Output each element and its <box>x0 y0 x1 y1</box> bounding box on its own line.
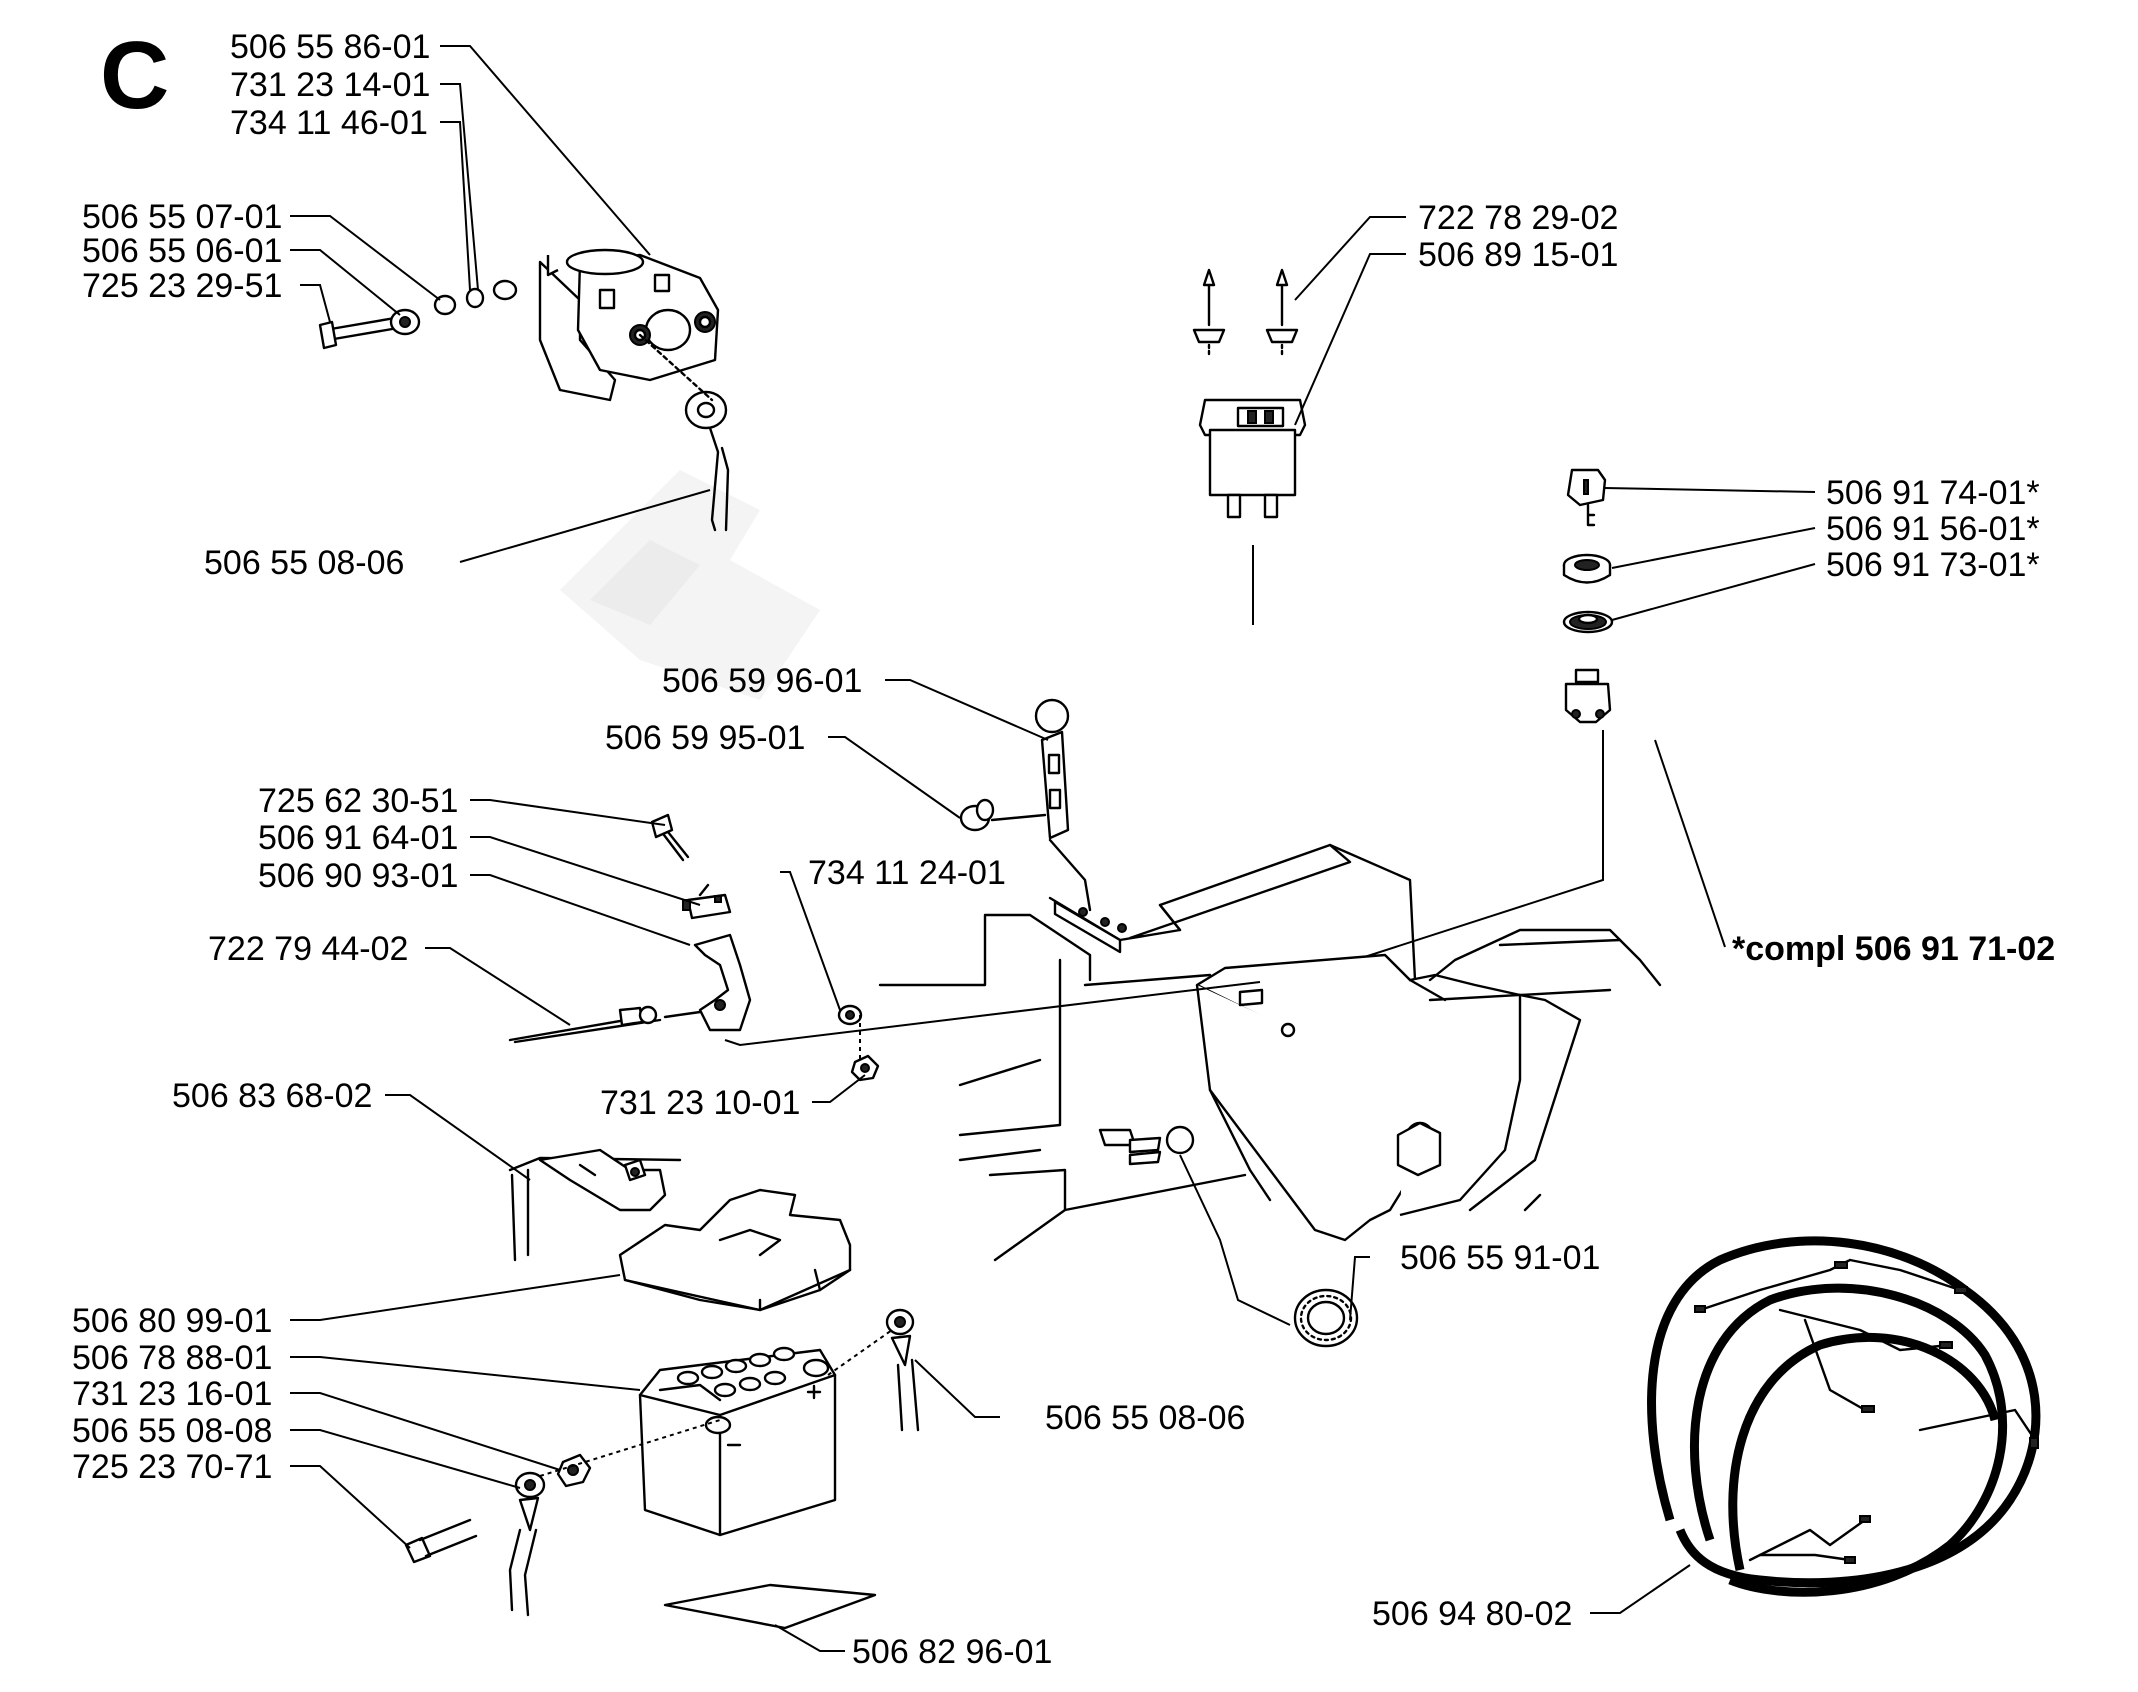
label-731-23-14-01: 731 23 14-01 <box>230 66 430 104</box>
label-725-23-70-71: 725 23 70-71 <box>72 1448 272 1486</box>
part-labels: 506 55 86-01 731 23 14-01 734 11 46-01 5… <box>72 28 2055 1671</box>
label-506-55-08-06-bottom: 506 55 08-06 <box>1045 1399 1245 1437</box>
leader-lines <box>290 45 1816 1652</box>
label-506-91-56-01: 506 91 56-01* <box>1826 510 2040 548</box>
label-506-83-68-02: 506 83 68-02 <box>172 1077 372 1115</box>
watermark <box>560 470 820 700</box>
label-506-55-06-01: 506 55 06-01 <box>82 232 282 270</box>
label-506-82-96-01: 506 82 96-01 <box>852 1633 1052 1671</box>
battery-caps <box>676 1346 796 1398</box>
label-506-91-73-01: 506 91 73-01* <box>1826 546 2040 584</box>
chassis-frame <box>878 843 1662 1326</box>
label-734-11-24-01: 734 11 24-01 <box>808 854 1006 892</box>
label-506-55-86-01: 506 55 86-01 <box>230 28 430 66</box>
solenoid-assembly <box>318 248 730 532</box>
label-compl-506-91-71-02: *compl 506 91 71-02 <box>1732 930 2055 968</box>
grommet <box>1293 1288 1359 1348</box>
label-722-79-44-02: 722 79 44-02 <box>208 930 408 968</box>
label-506-78-88-01: 506 78 88-01 <box>72 1339 272 1377</box>
label-506-90-93-01: 506 90 93-01 <box>258 857 458 895</box>
label-506-55-08-08: 506 55 08-08 <box>72 1412 272 1450</box>
label-506-89-15-01: 506 89 15-01 <box>1418 236 1618 274</box>
label-506-59-96-01: 506 59 96-01 <box>662 662 862 700</box>
label-506-55-91-01: 506 55 91-01 <box>1400 1239 1600 1277</box>
label-506-91-74-01: 506 91 74-01* <box>1826 474 2040 512</box>
label-506-94-80-02: 506 94 80-02 <box>1372 1595 1572 1633</box>
section-letter: C <box>100 22 169 129</box>
lever-assembly <box>959 698 1092 912</box>
label-731-23-16-01: 731 23 16-01 <box>72 1375 272 1413</box>
relay-socket <box>1192 268 1307 625</box>
ignition-switch <box>1286 468 1614 983</box>
battery-assembly <box>404 1148 920 1630</box>
label-506-59-95-01: 506 59 95-01 <box>605 719 805 757</box>
label-506-55-07-01: 506 55 07-01 <box>82 198 282 236</box>
label-734-11-46-01: 734 11 46-01 <box>230 104 428 142</box>
label-722-78-29-02: 722 78 29-02 <box>1418 199 1618 237</box>
label-725-62-30-51: 725 62 30-51 <box>258 782 458 820</box>
label-506-55-08-06-top: 506 55 08-06 <box>204 544 404 582</box>
label-725-23-29-51: 725 23 29-51 <box>82 267 282 305</box>
wiring-harness <box>1647 1236 2041 1597</box>
label-731-23-10-01: 731 23 10-01 <box>600 1084 800 1122</box>
label-506-80-99-01: 506 80 99-01 <box>72 1302 272 1340</box>
microswitch-assembly <box>508 813 1261 1082</box>
label-506-91-64-01: 506 91 64-01 <box>258 819 458 857</box>
